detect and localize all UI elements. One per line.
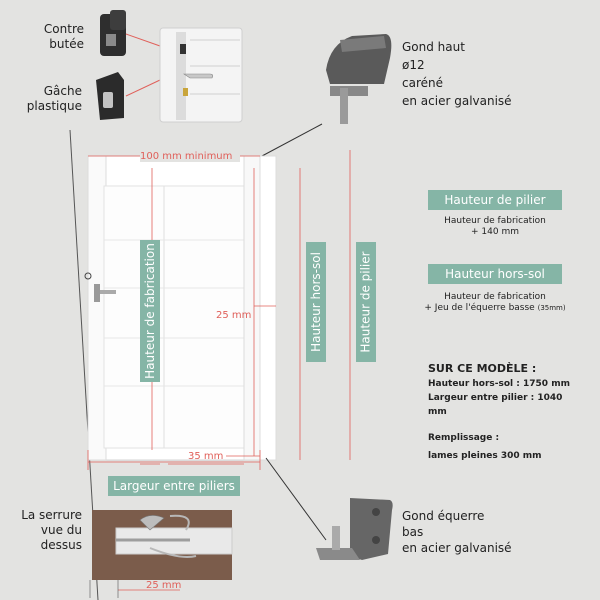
legend-line: Hauteur de fabrication xyxy=(444,216,546,226)
label-line: bas xyxy=(402,525,424,539)
legend-pilier-title: Hauteur de pilier xyxy=(428,190,562,210)
label-line: en acier galvanisé xyxy=(402,94,512,108)
label-line: Contre xyxy=(43,22,84,36)
legend-line: Hauteur de fabrication xyxy=(444,292,546,302)
gond-haut-part xyxy=(326,34,392,124)
legend-pilier-desc: Hauteur de fabrication + 140 mm xyxy=(418,216,572,238)
model-line: Remplissage : xyxy=(428,433,500,443)
model-line: Hauteur hors-sol : 1750 mm xyxy=(428,379,570,389)
label-line: Gâche xyxy=(43,84,82,98)
label-line: La serrure xyxy=(21,508,82,522)
label-gond-haut: Gond haut ø12 caréné en acier galvanisé xyxy=(402,38,542,110)
label-line: caréné xyxy=(402,76,443,90)
model-title: SUR CE MODÈLE : xyxy=(428,362,537,375)
contre-butee-part xyxy=(100,10,126,56)
dim-hauteur-hors-sol-text: Hauteur hors-sol xyxy=(309,252,324,352)
dim-hauteur-pilier-text: Hauteur de pilier xyxy=(359,251,373,353)
dim-hauteur-pilier: Hauteur de pilier xyxy=(356,242,376,362)
model-line: Largeur entre pilier : 1040 mm xyxy=(428,393,563,417)
label-line: ø12 xyxy=(402,58,425,72)
label-line: Gond haut xyxy=(402,40,465,54)
gache-plastique-part xyxy=(96,72,124,120)
serrure-top-view xyxy=(92,510,233,580)
gate-frame xyxy=(87,155,277,461)
label-serrure: La serrure vue du dessus xyxy=(14,508,82,553)
dim-hauteur-fabrication-text: Hauteur de fabrication xyxy=(143,243,158,379)
dim-hauteur-hors-sol: Hauteur hors-sol xyxy=(306,242,326,362)
dim-100mm-minimum: 100 mm minimum xyxy=(140,151,240,162)
dim-25mm-bottom: 25 mm xyxy=(146,580,182,591)
legend-hs-desc: Hauteur de fabrication + Jeu de l'équerr… xyxy=(410,292,580,314)
dim-25mm-middle: 25 mm xyxy=(216,310,252,321)
model-line: lames pleines 300 mm xyxy=(428,451,542,461)
legend-line: + 140 mm xyxy=(471,227,519,237)
legend-line-main: + Jeu de l'équerre basse xyxy=(424,303,535,313)
legend-hs-title: Hauteur hors-sol xyxy=(428,264,562,284)
label-gache: Gâche plastique xyxy=(26,84,82,114)
label-line: dessus xyxy=(40,538,82,552)
label-line: butée xyxy=(49,37,84,51)
label-line: Gond équerre xyxy=(402,509,485,523)
dim-largeur-entre-piliers: Largeur entre piliers xyxy=(108,476,240,496)
label-line: vue du xyxy=(40,523,82,537)
label-line: en acier galvanisé xyxy=(402,541,512,555)
label-gond-bas: Gond équerre bas en acier galvanisé xyxy=(402,508,542,556)
label-line: plastique xyxy=(26,99,82,113)
legend-line: + Jeu de l'équerre basse (35mm) xyxy=(410,303,580,314)
gate-handle xyxy=(94,284,116,302)
dim-hauteur-fabrication: Hauteur de fabrication xyxy=(140,240,160,382)
legend-line-small: (35mm) xyxy=(537,304,566,312)
model-info: SUR CE MODÈLE : Hauteur hors-sol : 1750 … xyxy=(428,362,578,463)
label-contre-butee: Contre butée xyxy=(38,22,84,52)
handle-inset xyxy=(159,27,243,123)
dim-35mm: 35 mm xyxy=(188,451,224,462)
gond-bas-part xyxy=(316,498,393,560)
